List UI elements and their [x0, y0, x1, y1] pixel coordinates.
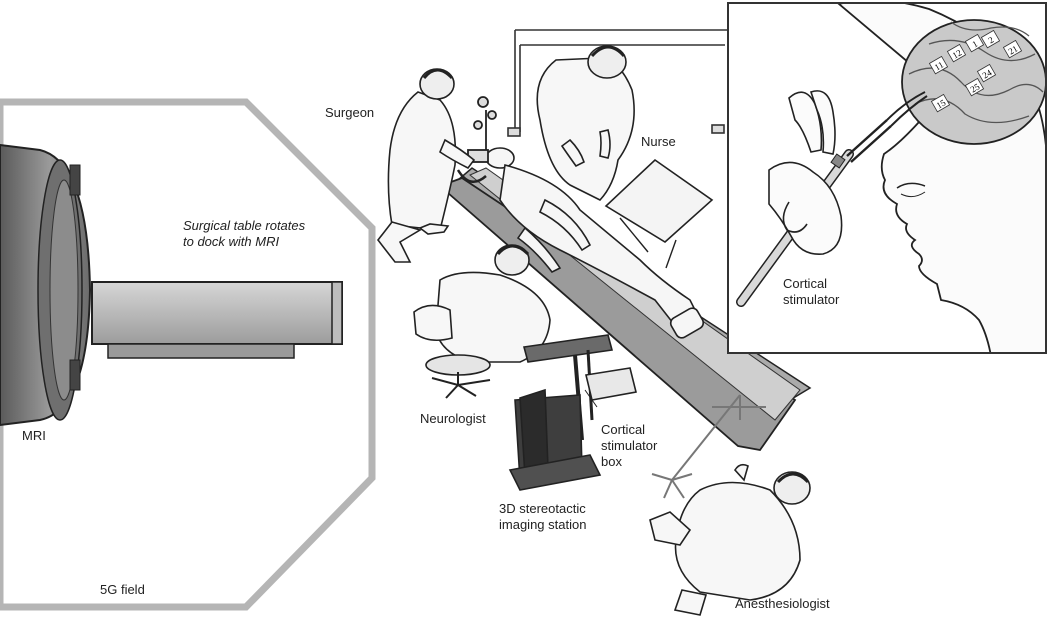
electrode-tag: 1	[971, 39, 980, 50]
electrode-tag: 21	[1007, 43, 1020, 56]
bed-frame	[507, 29, 731, 137]
cortical-stimulator-inset: 11 12 1 2 21 24 25 15	[727, 2, 1047, 354]
mri-table-rail	[91, 281, 343, 359]
electrode-tag: 12	[951, 47, 964, 60]
imaging-station	[508, 334, 637, 491]
electrode-tag: 2	[987, 35, 996, 46]
label-table-rotation: Surgical table rotates to dock with MRI	[183, 218, 306, 249]
label-anesthesiologist: Anesthesiologist	[735, 596, 830, 611]
label-imaging-station: 3D stereotactic imaging station	[499, 501, 587, 532]
electrode-tags: 11 12 1 2 21 24 25 15	[928, 29, 1023, 113]
label-mri: MRI	[22, 428, 46, 443]
label-cortical-stimulator: Cortical stimulator	[783, 276, 840, 307]
label-neurologist: Neurologist	[420, 411, 486, 426]
head-frame	[456, 96, 497, 183]
label-5g-field: 5G field	[100, 582, 145, 597]
nurse-figure	[536, 45, 635, 201]
hand	[768, 90, 843, 255]
leader-lines	[584, 389, 598, 408]
label-surgeon: Surgeon	[325, 105, 375, 120]
patient	[485, 147, 705, 339]
neurologist-figure	[413, 244, 551, 399]
anesthesiologist-figure	[649, 463, 811, 616]
surgeon-figure	[376, 68, 476, 263]
label-nurse: Nurse	[641, 134, 676, 149]
instrument-tray	[604, 158, 714, 269]
mri-scanner	[0, 143, 92, 427]
inset-svg: 11 12 1 2 21 24 25 15	[736, 4, 1045, 352]
iv-stand	[651, 394, 766, 499]
electrode-tag: 11	[933, 60, 946, 73]
label-stimulator-box: Cortical stimulator box	[601, 422, 658, 469]
5g-field-boundary	[0, 98, 376, 611]
